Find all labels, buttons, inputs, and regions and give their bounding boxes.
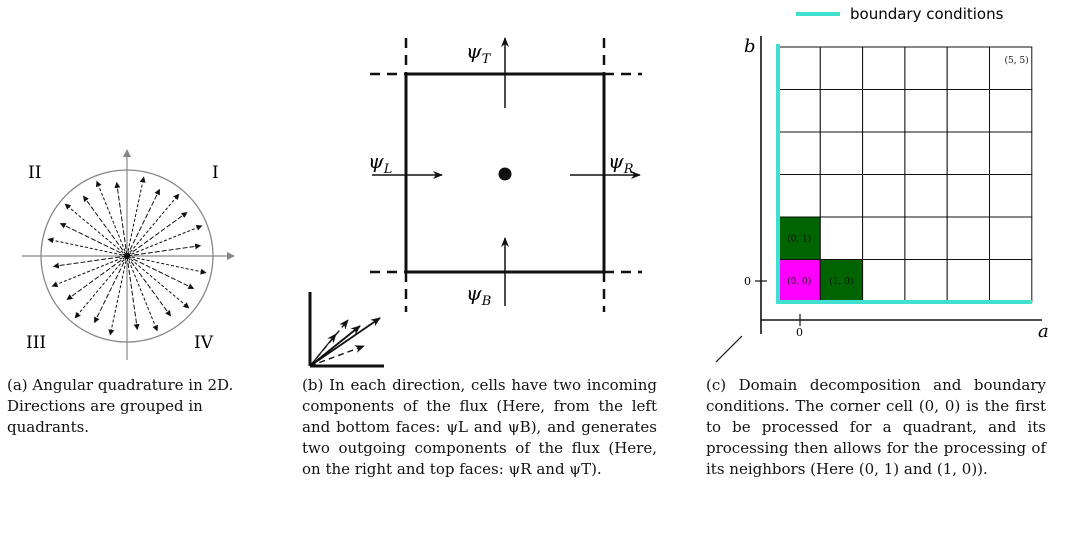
grid-cell-label: (0, 0) xyxy=(787,276,811,287)
grid-cell xyxy=(904,259,948,303)
label-psi-bottom: ψB xyxy=(466,281,491,309)
grid-cell xyxy=(989,46,1033,90)
direction-arrows xyxy=(47,176,207,336)
panel-c-domain-decomposition: boundary conditions a b 0 0 (0, 0) (1, 0)… xyxy=(700,0,1067,553)
direction-arrow xyxy=(126,255,140,331)
direction-arrow xyxy=(114,181,128,257)
direction-arrow xyxy=(126,255,195,289)
quadrant-label-I: I xyxy=(212,163,219,183)
grid-cell xyxy=(989,131,1033,175)
quadrant-label-IV: IV xyxy=(194,333,214,353)
grid-cell-label: (5, 5) xyxy=(1004,55,1028,66)
direction-arrow xyxy=(126,255,159,332)
grid-cell xyxy=(819,131,864,175)
grid-cell xyxy=(777,174,821,218)
direction-arrow xyxy=(126,255,207,275)
grid-cell xyxy=(989,216,1033,260)
direction-arrow xyxy=(94,255,128,324)
grid-cell xyxy=(989,174,1033,218)
quadrature-diagram: I II III IV xyxy=(22,149,235,360)
axis-label-a: a xyxy=(1038,321,1049,342)
direction-inset xyxy=(308,292,384,368)
grid-cell xyxy=(862,46,906,90)
quadrant-label-III: III xyxy=(26,333,46,353)
grid-cell xyxy=(777,131,821,175)
direction-arrow xyxy=(59,223,128,257)
grid-cell xyxy=(862,216,906,260)
grid-cell xyxy=(946,259,990,303)
direction-arrow xyxy=(126,188,160,257)
grid-cell-label: (1, 0) xyxy=(829,276,853,287)
grid-cell xyxy=(862,89,906,133)
legend-label-boundary: boundary conditions xyxy=(850,5,1004,23)
label-psi-right: ψR xyxy=(608,149,634,177)
grid-cell xyxy=(946,216,990,260)
direction-arrow xyxy=(126,212,188,257)
grid-cell xyxy=(862,259,906,303)
grid-cell xyxy=(946,174,990,218)
grid-cell xyxy=(946,46,990,90)
direction-arrow xyxy=(126,243,202,257)
domain-grid: (0, 0) (1, 0) (0, 1) (5, 5) xyxy=(777,46,1033,303)
grid-cell xyxy=(819,89,864,133)
grid-cell xyxy=(819,216,864,260)
caption-a: (a) Angular quadrature in 2D. Directions… xyxy=(7,376,234,436)
grid-cell xyxy=(946,131,990,175)
direction-arrow xyxy=(126,255,190,309)
unit-circle xyxy=(40,169,214,343)
tick-label-x-zero: 0 xyxy=(796,326,803,339)
caption-c: (c) Domain decomposition and boundary co… xyxy=(706,376,1046,478)
grid-cell xyxy=(904,174,948,218)
direction-arrow xyxy=(108,255,128,336)
cell-flux-diagram: ψT ψL ψR ψB xyxy=(308,37,642,368)
direction-arrow xyxy=(126,224,203,257)
direction-arrow xyxy=(83,195,128,257)
cell-center-dot xyxy=(498,167,512,181)
quadrant-label-II: II xyxy=(28,163,41,183)
grid-cell-label: (0, 1) xyxy=(787,233,811,244)
grid-cell xyxy=(819,259,864,303)
domain-grid-diagram: boundary conditions a b 0 0 (0, 0) (1, 0)… xyxy=(715,5,1049,363)
direction-arrow xyxy=(126,193,180,257)
grid-cell xyxy=(904,131,948,175)
grid-cell xyxy=(904,89,948,133)
grid-cell xyxy=(777,89,821,133)
label-psi-left: ψL xyxy=(368,149,392,177)
grid-cell xyxy=(777,46,821,90)
grid-cell xyxy=(819,174,864,218)
direction-arrow xyxy=(52,255,128,269)
grid-cell xyxy=(946,89,990,133)
direction-arrow xyxy=(74,255,128,319)
direction-arrow xyxy=(51,255,128,288)
grid-cell xyxy=(862,131,906,175)
grid-cell xyxy=(862,174,906,218)
panel-a-quadrature: I II III IV (a) Angular quadrature in 2D… xyxy=(0,0,260,553)
grid-cell xyxy=(904,216,948,260)
grid-cell xyxy=(904,46,948,90)
caption-b: (b) In each direction, cells have two in… xyxy=(302,376,657,478)
cell-extensions xyxy=(370,38,642,312)
grid-cell xyxy=(989,89,1033,133)
grid-cell xyxy=(989,259,1033,303)
direction-arrow xyxy=(47,237,128,257)
grid-cell xyxy=(819,46,864,90)
direction-arrow xyxy=(64,203,128,257)
panel-b-cell-flux: ψT ψL ψR ψB (b) In each direction, cells… xyxy=(290,0,680,553)
axis-label-b: b xyxy=(744,36,756,57)
direction-arrow xyxy=(66,255,128,300)
projection-line xyxy=(715,335,743,363)
tick-label-y-zero: 0 xyxy=(744,275,751,288)
grid-cell xyxy=(777,216,821,260)
label-psi-top: ψT xyxy=(466,39,492,67)
direction-arrow xyxy=(95,180,128,257)
direction-arrow xyxy=(126,176,146,257)
direction-arrow xyxy=(126,255,171,317)
